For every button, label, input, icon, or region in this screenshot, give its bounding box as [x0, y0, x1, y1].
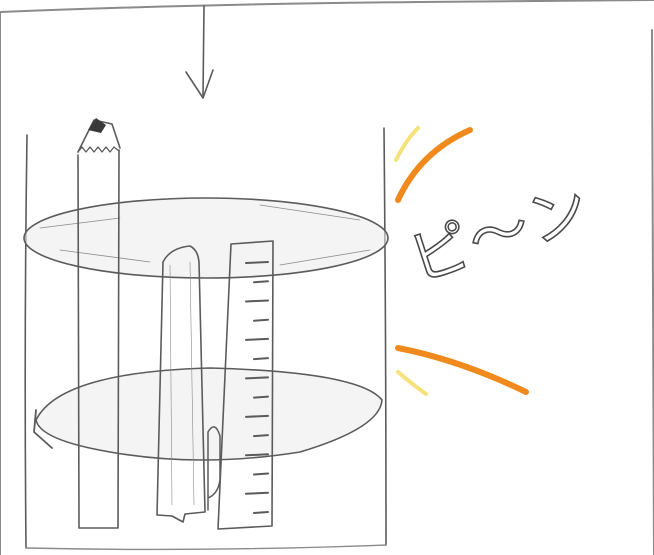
- ruler-tick: [246, 454, 268, 455]
- ruler-tick: [254, 281, 268, 282]
- ruler-tick: [254, 320, 268, 321]
- ruler-tick: [254, 397, 268, 398]
- ruler-tick: [246, 493, 268, 494]
- ruler-tick: [254, 512, 268, 513]
- svg-text:ピ〜ン: ピ〜ン: [401, 172, 600, 296]
- sound-effect-text: ピ〜ン: [401, 172, 600, 296]
- ruler-tick: [246, 377, 268, 378]
- ruler-tick: [246, 262, 268, 263]
- ruler-tick: [254, 358, 268, 359]
- down-arrow-icon: [186, 6, 213, 98]
- pencil-icon: [78, 118, 120, 528]
- ruler-tick: [246, 300, 268, 301]
- ruler-tick: [246, 339, 268, 340]
- ruler-tick: [254, 435, 268, 436]
- ruler-tick: [254, 474, 268, 475]
- ruler-tick: [246, 416, 268, 417]
